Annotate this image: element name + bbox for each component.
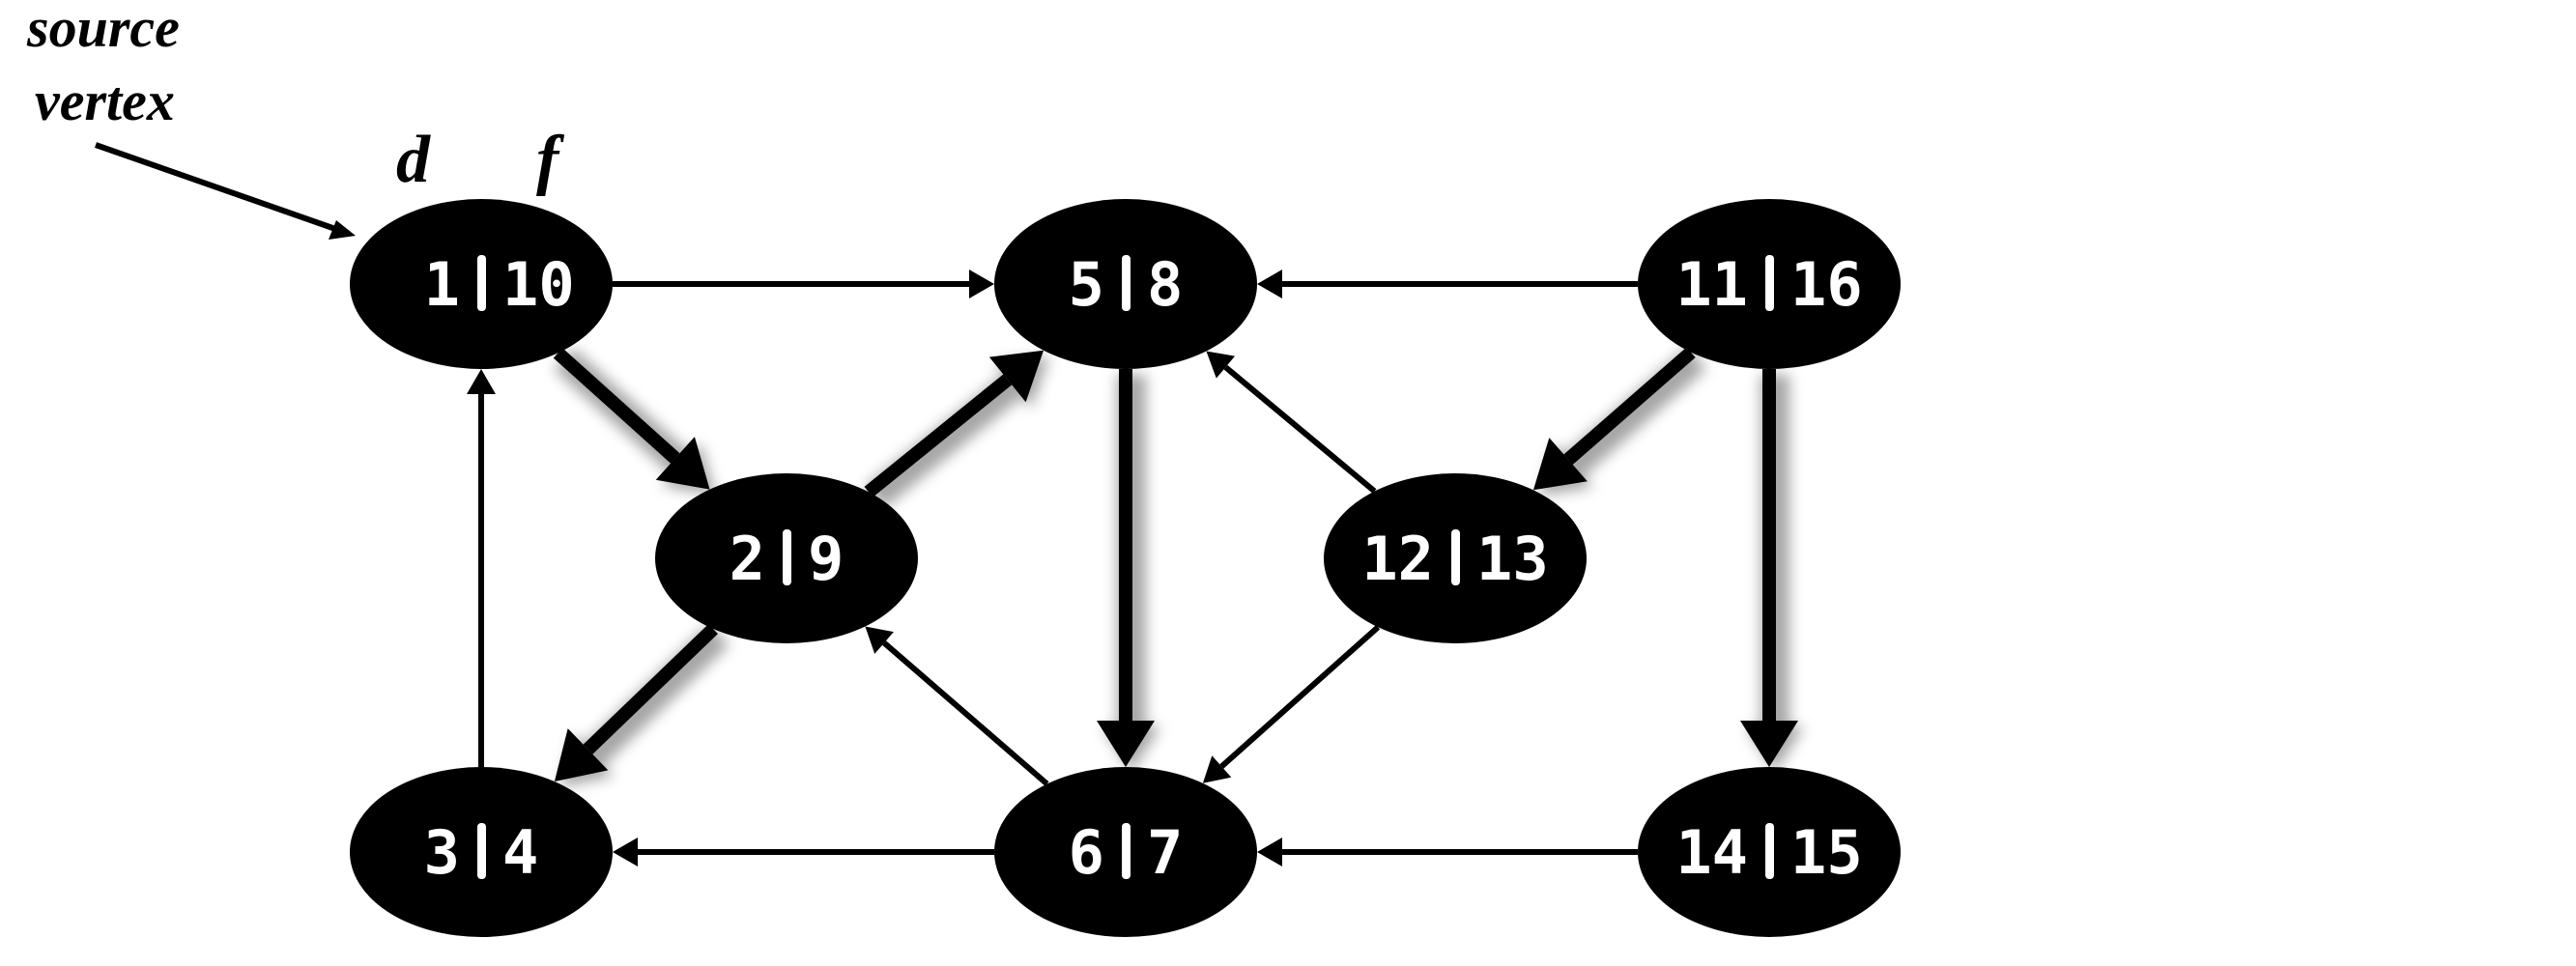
finish-time: 4 — [502, 817, 538, 888]
arrowhead — [1740, 721, 1798, 767]
finish-time: 15 — [1790, 817, 1863, 888]
edge-F-A — [467, 369, 496, 767]
edge-line — [1219, 624, 1381, 769]
edge-D-B-tree — [864, 350, 1045, 497]
discovery-time: 14 — [1675, 817, 1748, 888]
edge-G-D — [865, 626, 1049, 786]
arrowhead — [554, 728, 609, 781]
arrowhead — [1097, 721, 1155, 767]
arrowhead — [865, 626, 894, 654]
separator-bar — [783, 529, 791, 585]
arrowhead — [655, 437, 710, 490]
arrowhead — [1206, 351, 1236, 379]
separator-bar — [1122, 255, 1131, 311]
edge-line — [882, 640, 1049, 786]
discovery-time: 5 — [1069, 249, 1104, 320]
separator-bar — [477, 823, 486, 879]
finish-time: 16 — [1790, 249, 1863, 320]
discovery-time: 12 — [1361, 524, 1434, 594]
vertex-1-10: 1 10 — [350, 199, 613, 369]
arrowhead — [1202, 755, 1232, 783]
edge-E-B — [1206, 351, 1377, 494]
arrowhead — [613, 838, 638, 867]
finish-time-label: f — [536, 123, 565, 197]
vertex-12-13: 12 13 — [1324, 473, 1587, 643]
source-label-line1: source — [26, 0, 180, 59]
vertex-11-16: 11 16 — [1638, 199, 1901, 369]
edge-E-G — [1202, 624, 1381, 783]
discovery-time: 3 — [424, 817, 460, 888]
separator-bar — [477, 255, 486, 311]
arrowhead — [988, 350, 1045, 403]
edge-C-B — [1257, 270, 1638, 298]
edge-line — [583, 623, 718, 754]
finish-time: 13 — [1476, 524, 1549, 594]
arrowhead — [467, 369, 496, 394]
edge-C-H-tree — [1740, 369, 1798, 767]
edge-A-D-tree — [553, 348, 710, 490]
discovery-time: 2 — [730, 524, 765, 594]
separator-bar — [1451, 529, 1460, 585]
edge-H-G — [1257, 838, 1638, 867]
edge-C-E-tree — [1532, 347, 1696, 491]
source-label-line2: vertex — [35, 70, 175, 132]
source-arrow — [95, 142, 356, 240]
edge-line — [864, 374, 1013, 497]
separator-bar — [1765, 823, 1774, 879]
separator-bar — [1765, 255, 1774, 311]
arrowhead — [1257, 270, 1282, 298]
vertex-14-15: 14 15 — [1638, 767, 1901, 937]
edge-line — [553, 348, 680, 464]
discovery-time: 11 — [1675, 249, 1748, 320]
edge-B-G-tree — [1097, 369, 1155, 767]
edge-line — [1563, 347, 1696, 465]
arrowhead — [1257, 838, 1282, 867]
edge-D-F-tree — [554, 623, 718, 781]
discovery-time-label: d — [396, 123, 431, 197]
finish-time: 8 — [1147, 249, 1183, 320]
edge-line — [1223, 364, 1377, 494]
separator-bar — [1122, 823, 1131, 879]
arrowhead — [1532, 438, 1588, 491]
finish-time: 10 — [502, 249, 575, 320]
discovery-time: 1 — [424, 249, 460, 320]
discovery-time: 6 — [1069, 817, 1104, 888]
edge-G-F — [613, 838, 994, 867]
arrowhead — [969, 270, 994, 298]
edge-A-B — [613, 270, 994, 298]
finish-time: 9 — [808, 524, 844, 594]
finish-time: 7 — [1147, 817, 1183, 888]
